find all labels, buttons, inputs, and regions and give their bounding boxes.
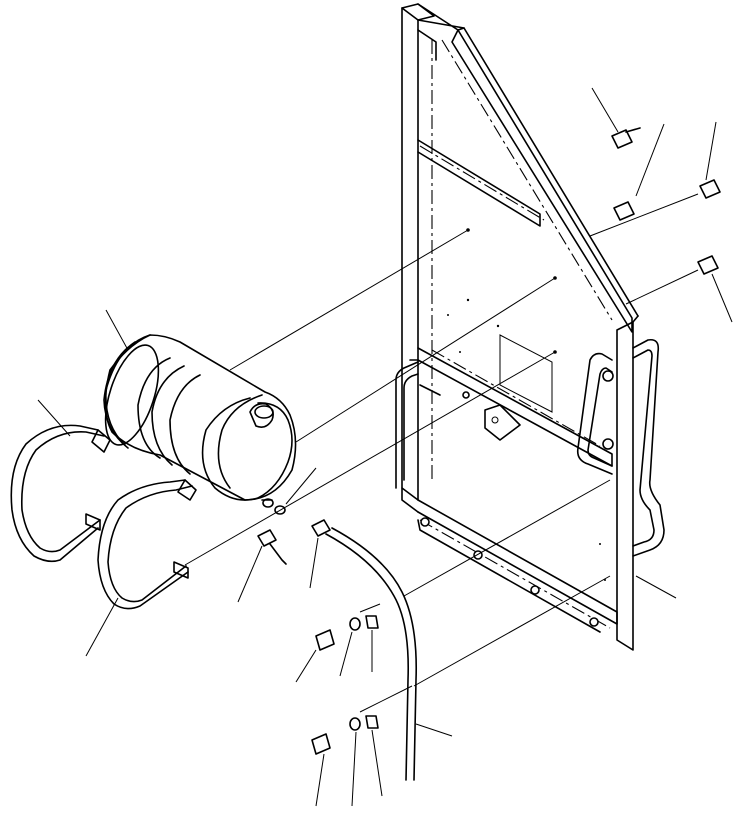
- hose-fitting: [311, 519, 331, 537]
- bolt-lower-2: [311, 733, 331, 755]
- tank: [103, 334, 297, 508]
- strap-right: [97, 479, 197, 610]
- elbow-fitting: [257, 529, 287, 565]
- bolt-right: [697, 255, 719, 275]
- nut-lower-1: [365, 615, 379, 629]
- bolt-top-2: [613, 201, 635, 221]
- bolt-lower-1: [315, 629, 335, 651]
- leader-lines: [37, 87, 733, 807]
- bolt-top-3: [699, 179, 721, 199]
- strap-left: [10, 424, 111, 563]
- nut-lower-2: [365, 715, 379, 729]
- hose: [325, 527, 418, 781]
- washer-lower-2: [349, 717, 361, 731]
- frame: [395, 3, 665, 651]
- bolt-top-1: [611, 127, 641, 149]
- washer-lower-1: [349, 617, 361, 631]
